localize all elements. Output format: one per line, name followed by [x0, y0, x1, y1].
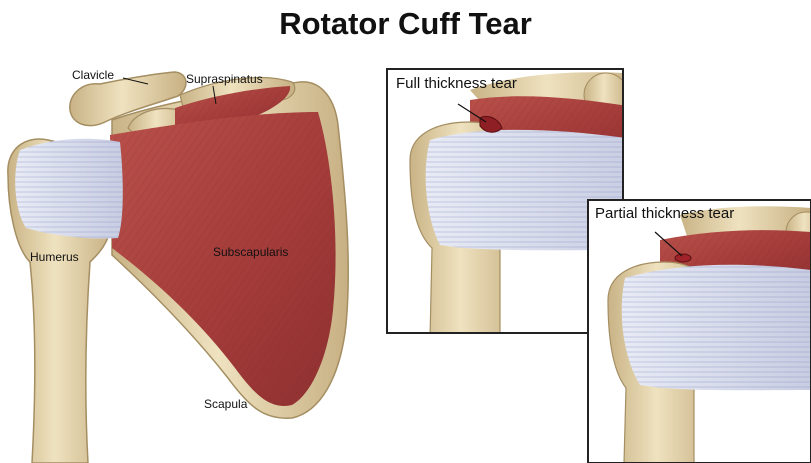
label-clavicle: Clavicle [72, 68, 114, 82]
label-partial-thickness-tear: Partial thickness tear [595, 206, 745, 222]
label-humerus: Humerus [30, 250, 79, 264]
main-shoulder-illustration [8, 72, 348, 463]
label-subscapularis: Subscapularis [213, 245, 288, 259]
partial-thickness-tear-mark [675, 254, 691, 262]
partial-thickness-inset [588, 200, 811, 463]
label-full-thickness-tear: Full thickness tear [396, 76, 521, 92]
label-scapula: Scapula [204, 397, 247, 411]
label-supraspinatus: Supraspinatus [186, 72, 263, 86]
